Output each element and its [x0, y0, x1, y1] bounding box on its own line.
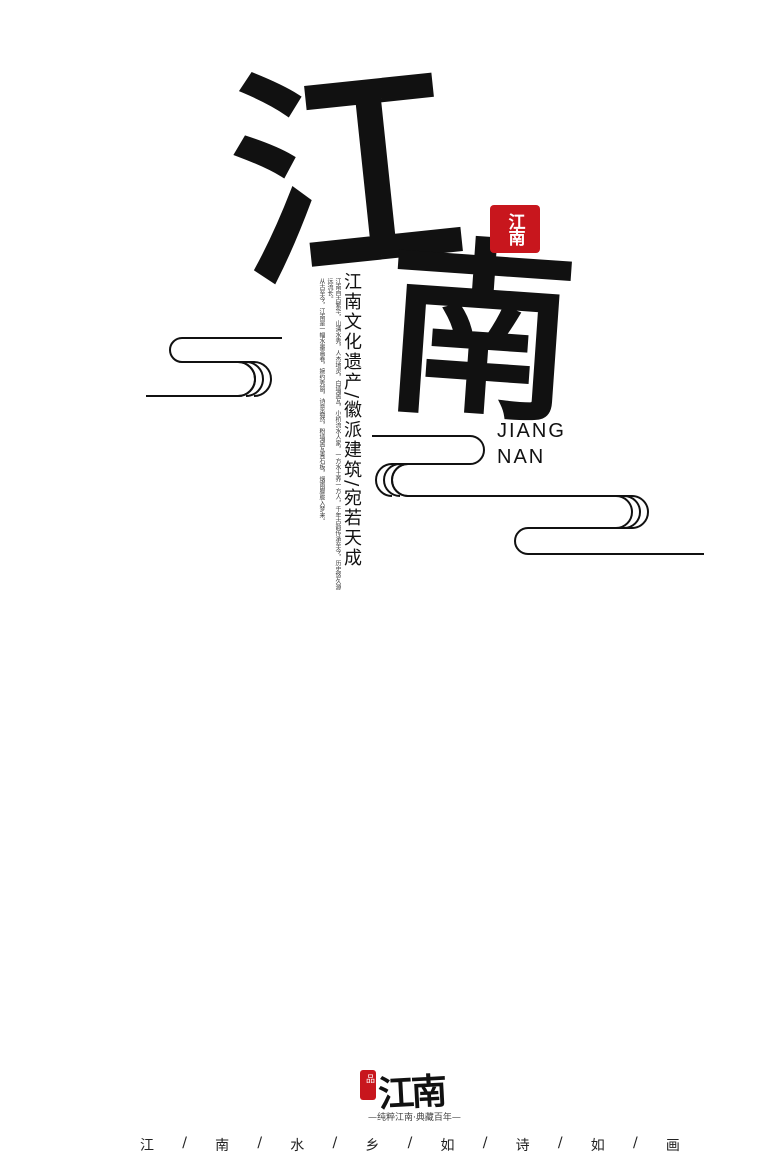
footer-logo: 品 江南: [358, 1062, 468, 1116]
red-seal-stamp: 江南: [490, 205, 540, 253]
motto-separator: /: [257, 1135, 263, 1151]
title-char-nan: 南: [377, 214, 583, 451]
motto-char: 如: [590, 1138, 605, 1154]
motto-separator: /: [557, 1135, 563, 1151]
motto-separator: /: [182, 1135, 187, 1151]
motto-separator: /: [632, 1135, 638, 1151]
footer-motto: 江 / 南 / 水 / 乡 / 如 / 诗 / 如 / 画: [140, 1135, 680, 1155]
vertical-tagline: 江南文化遗产/徽派建筑/宛若天成: [341, 272, 362, 569]
motto-separator: /: [407, 1135, 413, 1151]
motto-separator: /: [332, 1135, 338, 1151]
motto-char: 诗: [515, 1138, 530, 1154]
pinyin-line-2: NAN: [497, 446, 546, 468]
seal-text: 江南: [504, 213, 525, 245]
motto-char: 水: [290, 1138, 305, 1154]
motto-separator: /: [482, 1135, 488, 1151]
footer-subtitle: —纯粹江南·典藏百年—: [368, 1113, 461, 1123]
vertical-body-text-b: 从古至今，江南是一幅水墨画卷，婉约秀丽，诗意盎然，粉墙黛瓦青石板，烟雨朦胧入梦来…: [318, 278, 325, 524]
motto-char: 南: [215, 1138, 230, 1154]
motto-char: 江: [140, 1138, 154, 1154]
logo-seal: 品: [360, 1070, 376, 1100]
motto-char: 如: [440, 1138, 455, 1154]
pinyin-line-1: JIANG: [497, 420, 566, 442]
motto-char: 画: [665, 1138, 680, 1154]
logo-seal-text: 品: [364, 1074, 374, 1083]
motto-char: 乡: [365, 1138, 380, 1154]
vertical-body-text-a: 江南自古繁华，山清水秀，人杰地灵，白墙黛瓦，小桥流水人家，一方水土养一方人，千年…: [326, 278, 341, 590]
pinyin-block: JIANG NAN: [497, 418, 566, 470]
